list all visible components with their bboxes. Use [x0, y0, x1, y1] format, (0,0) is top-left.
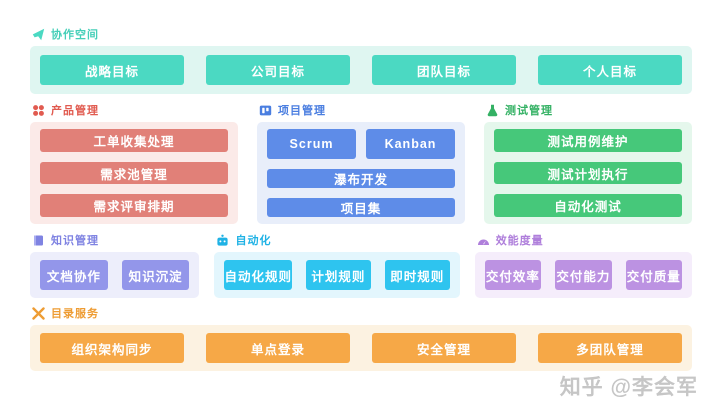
zhihu-watermark: 知乎 @李会军: [559, 376, 698, 399]
section-product: 产品管理 工单收集处理 需求池管理 需求评审排期: [30, 103, 238, 224]
button-auto-test[interactable]: 自动化测试: [494, 194, 682, 218]
section-directory: 目录服务 组织架构同步 单点登录 安全管理 多团队管理: [30, 306, 692, 371]
grid-dots-icon: [32, 104, 45, 117]
robot-icon: [216, 234, 229, 247]
book-icon: [32, 234, 45, 247]
section-title: 知识管理: [51, 235, 99, 247]
button-test-case[interactable]: 测试用例维护: [494, 129, 682, 152]
button-org-sync[interactable]: 组织架构同步: [40, 333, 184, 363]
button-team-goal[interactable]: 团队目标: [372, 55, 516, 85]
section-workspace: 协作空间 战略目标 公司目标 团队目标 个人目标: [30, 27, 692, 94]
workspace-panel: 战略目标 公司目标 团队目标 个人目标: [30, 46, 692, 94]
button-scrum[interactable]: Scrum: [267, 129, 356, 159]
section-automation-header: 自动化: [216, 233, 459, 247]
directory-panel: 组织架构同步 单点登录 安全管理 多团队管理: [30, 325, 692, 371]
section-test: 测试管理 测试用例维护 测试计划执行 自动化测试: [484, 103, 692, 224]
metrics-panel: 交付效率 交付能力 交付质量: [474, 252, 692, 298]
knowledge-panel: 文档协作 知识沉淀: [30, 252, 200, 298]
button-delivery-efficiency[interactable]: 交付效率: [484, 260, 542, 290]
section-title: 协作空间: [51, 29, 99, 41]
section-directory-header: 目录服务: [32, 306, 692, 320]
project-panel: Scrum Kanban 瀑布开发 项目集: [257, 122, 465, 224]
button-requirement-pool[interactable]: 需求池管理: [40, 161, 228, 185]
button-waterfall[interactable]: 瀑布开发: [267, 169, 455, 188]
section-product-header: 产品管理: [32, 103, 238, 117]
section-title: 效能度量: [495, 235, 544, 247]
section-automation: 自动化 自动化规则 计划规则 即时规则: [214, 233, 460, 298]
button-company-goal[interactable]: 公司目标: [206, 55, 350, 85]
section-project-header: 项目管理: [259, 103, 465, 117]
kanban-board-icon: [259, 104, 272, 117]
section-knowledge-header: 知识管理: [32, 233, 199, 247]
flask-icon: [486, 104, 499, 117]
button-multi-team[interactable]: 多团队管理: [538, 333, 682, 363]
section-title: 项目管理: [278, 105, 326, 117]
section-knowledge: 知识管理 文档协作 知识沉淀: [30, 233, 200, 298]
button-auto-rule[interactable]: 自动化规则: [224, 260, 292, 290]
button-program[interactable]: 项目集: [267, 198, 455, 217]
section-metrics: 效能度量 交付效率 交付能力 交付质量: [474, 233, 692, 298]
section-workspace-header: 协作空间: [32, 27, 692, 41]
button-sso[interactable]: 单点登录: [206, 333, 350, 363]
button-requirement-review[interactable]: 需求评审排期: [40, 194, 228, 218]
button-instant-rule[interactable]: 即时规则: [384, 260, 450, 290]
send-icon: [32, 28, 45, 41]
section-metrics-header: 效能度量: [477, 233, 692, 247]
section-title: 产品管理: [51, 105, 99, 117]
button-security[interactable]: 安全管理: [372, 333, 516, 363]
button-ticket-collection[interactable]: 工单收集处理: [40, 129, 228, 152]
section-test-header: 测试管理: [486, 103, 692, 117]
crossed-tools-icon: [32, 306, 45, 320]
section-project: 项目管理 Scrum Kanban 瀑布开发 项目集: [257, 103, 465, 224]
automation-panel: 自动化规则 计划规则 即时规则: [214, 252, 460, 298]
button-doc-collab[interactable]: 文档协作: [40, 260, 108, 290]
button-strategic-goal[interactable]: 战略目标: [40, 55, 184, 85]
section-title: 自动化: [235, 235, 272, 247]
button-kanban[interactable]: Kanban: [366, 129, 455, 159]
architecture-diagram: 协作空间 战略目标 公司目标 团队目标 个人目标 产品管理 工单收集处理: [30, 27, 692, 371]
gauge-icon: [477, 234, 490, 247]
test-panel: 测试用例维护 测试计划执行 自动化测试: [484, 122, 692, 224]
button-delivery-capability[interactable]: 交付能力: [555, 260, 612, 290]
section-title: 目录服务: [51, 308, 99, 320]
button-delivery-quality[interactable]: 交付质量: [625, 260, 682, 290]
product-panel: 工单收集处理 需求池管理 需求评审排期: [30, 122, 238, 224]
button-plan-rule[interactable]: 计划规则: [305, 260, 371, 290]
section-title: 测试管理: [505, 105, 553, 117]
button-knowledge-base[interactable]: 知识沉淀: [121, 260, 190, 290]
button-test-plan[interactable]: 测试计划执行: [494, 161, 682, 185]
button-personal-goal[interactable]: 个人目标: [538, 55, 682, 85]
